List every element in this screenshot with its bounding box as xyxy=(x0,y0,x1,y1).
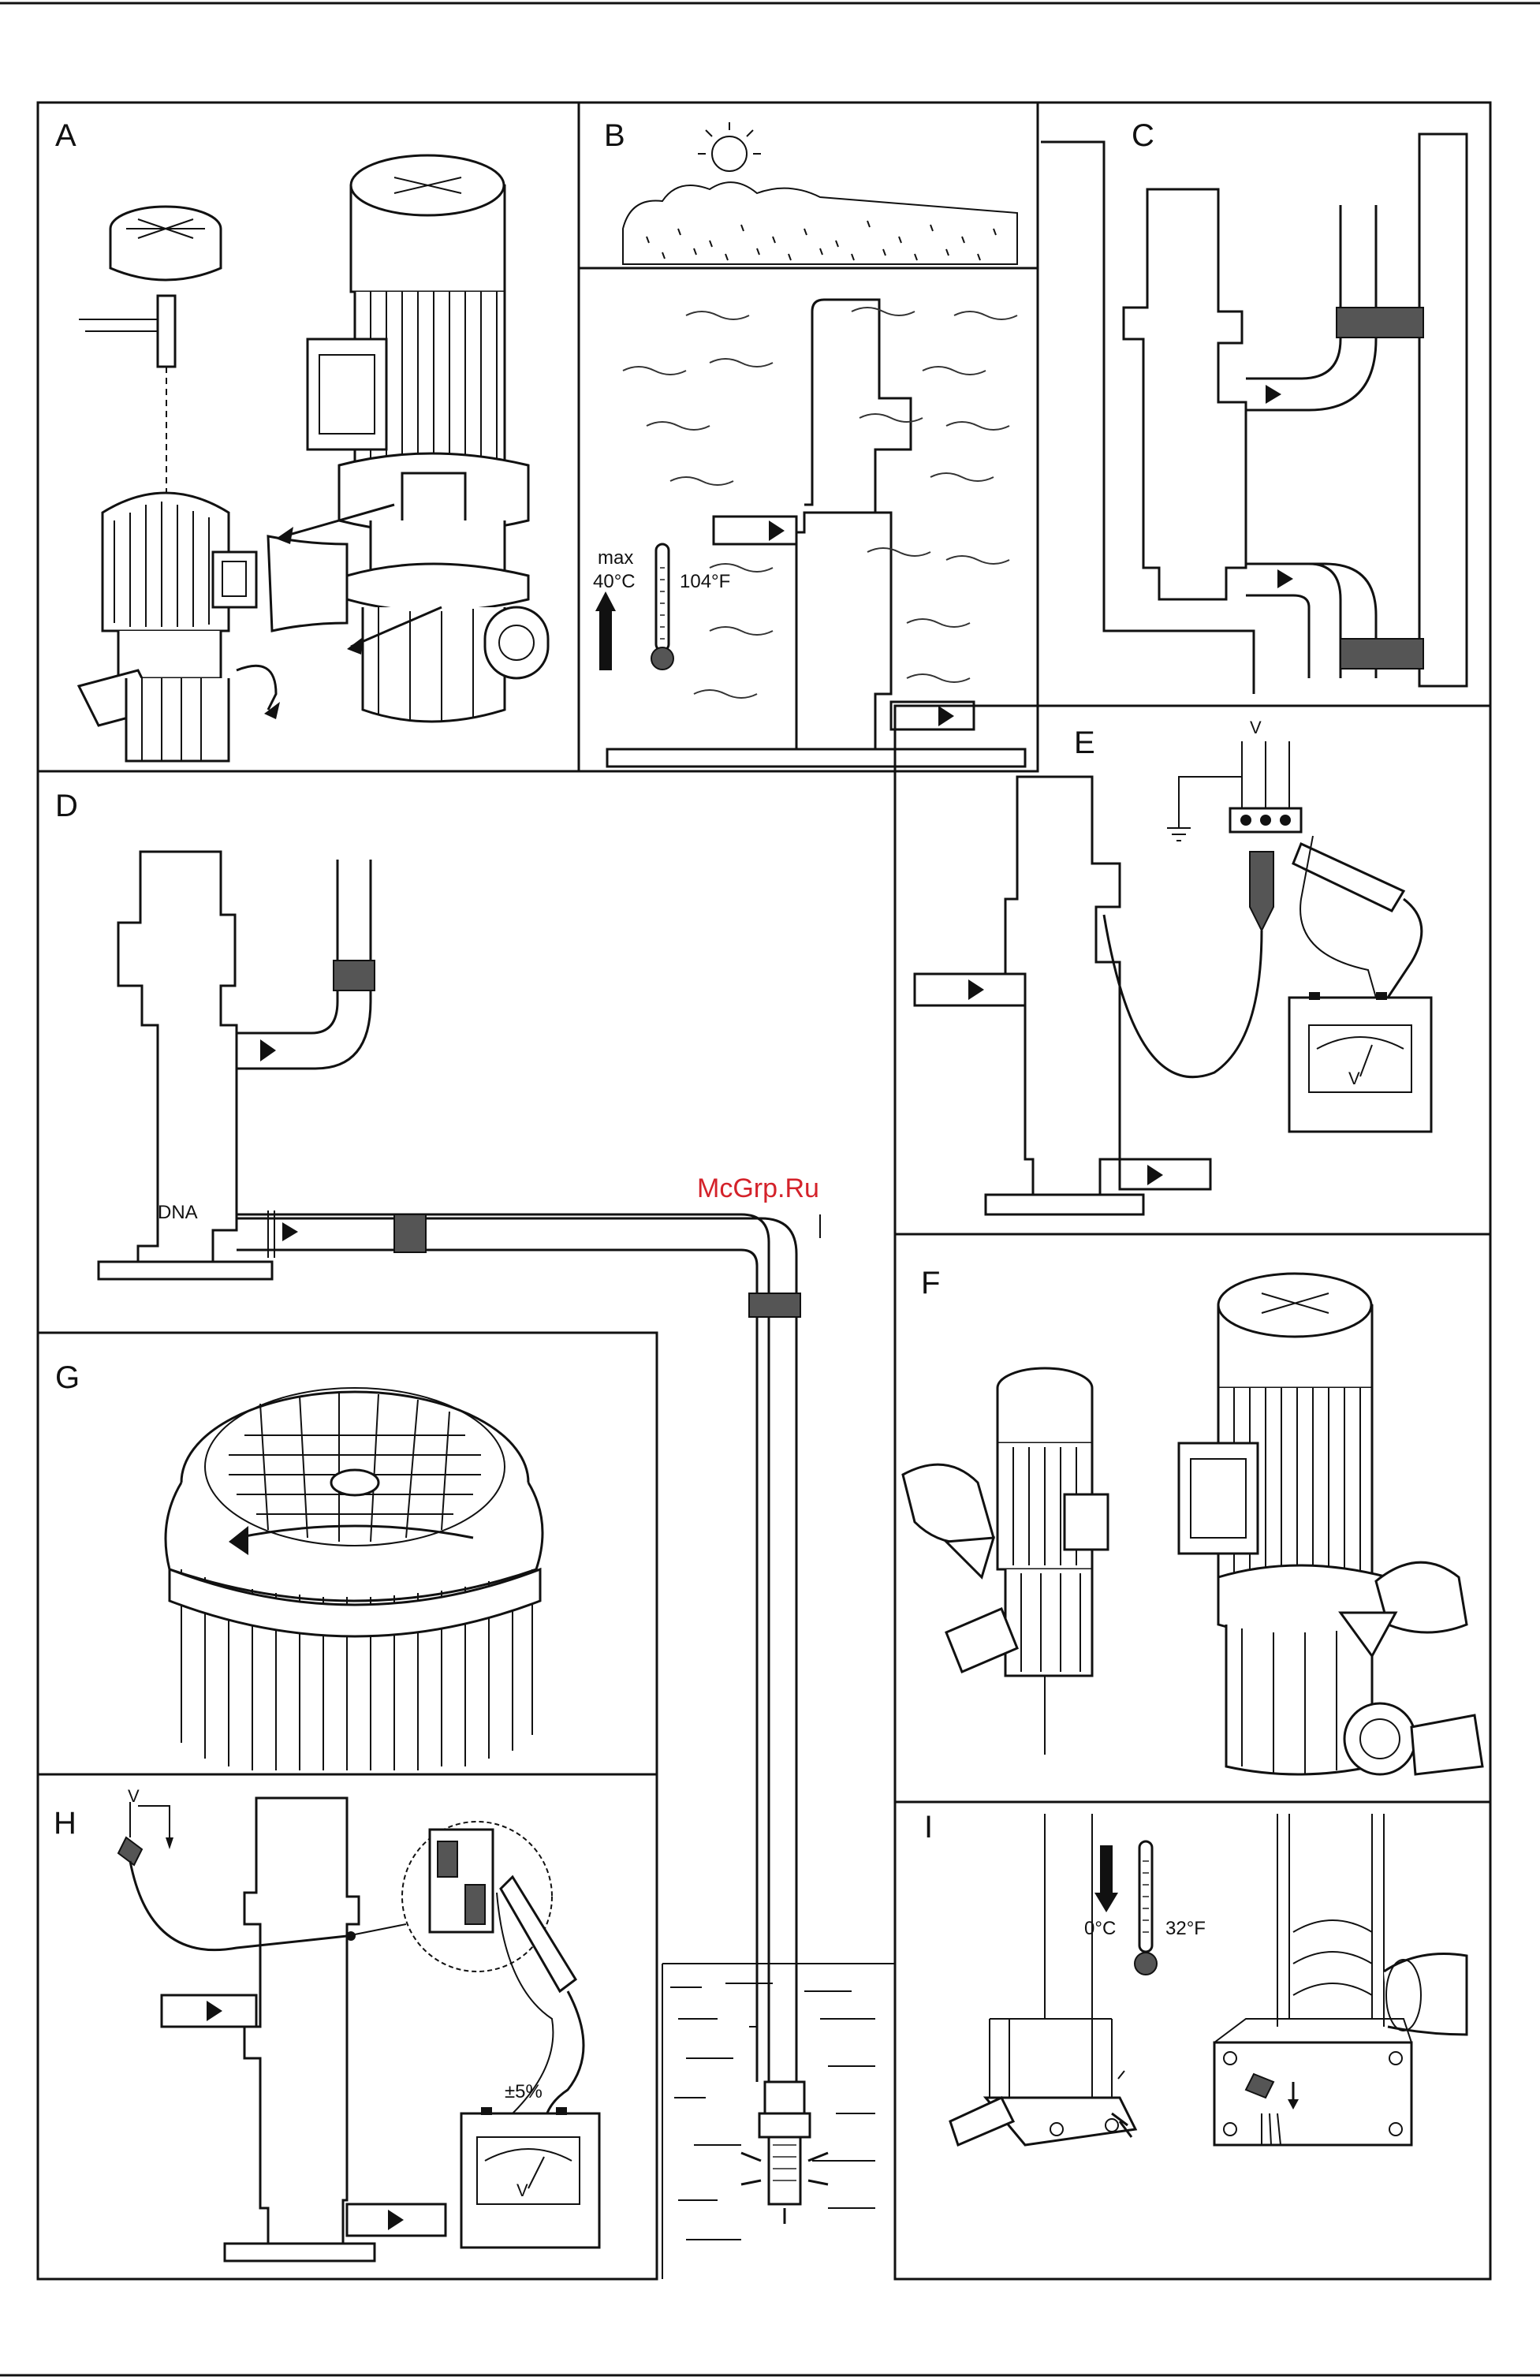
heat-waves xyxy=(623,308,1017,698)
panel-i-label: I xyxy=(924,1810,933,1845)
temp-f-label: 104°F xyxy=(680,571,730,592)
large-pump-f xyxy=(1179,1274,1482,1774)
panel-a-label: A xyxy=(55,118,76,153)
plug-cable-h xyxy=(118,1802,356,1950)
pump-outline-e xyxy=(915,777,1210,1214)
pipe-bottom-c xyxy=(1246,564,1423,678)
panel-c: C xyxy=(1038,103,1490,706)
watermark: McGrp.Ru xyxy=(697,1173,819,1203)
weather-scene xyxy=(580,122,1038,268)
panel-i: I 0°C 32°F xyxy=(895,1802,1490,2279)
large-pump-a xyxy=(268,155,548,722)
panel-c-label: C xyxy=(1132,118,1154,153)
pump-outline-h xyxy=(162,1798,446,2261)
fan-cover-illustration xyxy=(166,1388,543,1770)
max-label: max xyxy=(598,547,633,569)
voltmeter-h: V xyxy=(461,2107,599,2248)
dna-label: DNA xyxy=(158,1202,198,1223)
panel-h-label: H xyxy=(54,1806,76,1841)
pump-outline-c xyxy=(1124,189,1246,599)
cold-thermometer-icon xyxy=(1094,1841,1157,1975)
water-body xyxy=(662,1964,895,2279)
panel-d-label: D xyxy=(55,789,78,823)
cold-temp-f-label: 32°F xyxy=(1165,1918,1206,1939)
pipe-top-c xyxy=(1246,205,1423,410)
cold-temp-c-label: 0°C xyxy=(1084,1918,1116,1939)
voltage-label-e: V xyxy=(1250,718,1262,737)
drain-right-i xyxy=(1214,1814,1467,2145)
voltmeter-v-h: V xyxy=(516,2180,528,2200)
panel-e-label: E xyxy=(1074,726,1095,760)
panel-f: F xyxy=(895,1234,1490,1802)
panel-g-label: G xyxy=(55,1360,80,1395)
temp-c-label: 40°C xyxy=(593,571,636,592)
tolerance-label: ±5% xyxy=(505,2081,543,2102)
panel-h: H V ±5% xyxy=(38,1774,657,2279)
panel-f-label: F xyxy=(921,1266,940,1300)
panel-e: E V V xyxy=(895,706,1490,1234)
panel-g: G xyxy=(38,1333,657,1774)
panel-b: B xyxy=(579,103,1038,771)
pipe-riser-d xyxy=(237,860,375,1069)
voltmeter-e: V xyxy=(1289,992,1431,1132)
pump-outline-b xyxy=(607,300,1025,767)
panel-a: A xyxy=(38,103,579,771)
small-pump-f xyxy=(903,1368,1108,1755)
exploded-small-pump xyxy=(79,207,280,761)
panel-b-label: B xyxy=(604,118,625,153)
detail-magnifier-h xyxy=(347,1822,584,2129)
voltmeter-v-e: V xyxy=(1348,1069,1360,1088)
